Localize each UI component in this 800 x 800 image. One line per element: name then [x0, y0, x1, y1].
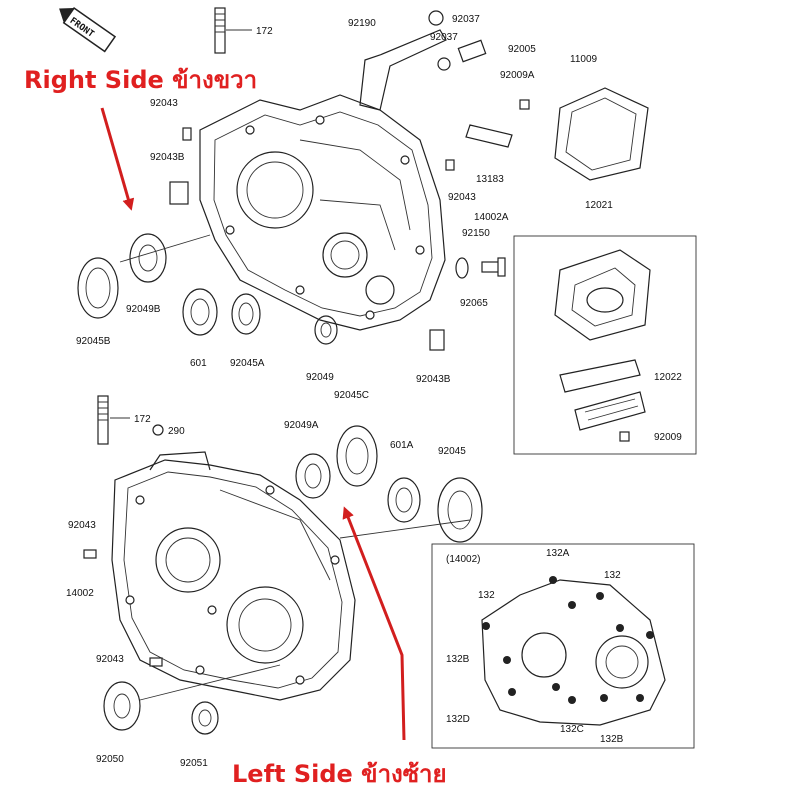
bearing-92045: [437, 477, 483, 543]
inset-label-132-top: 132: [604, 570, 621, 581]
label-601: 601: [190, 358, 207, 369]
seal-92049: [314, 315, 338, 345]
left-crankcase-drawing: [111, 451, 356, 701]
label-601a: 601A: [390, 440, 414, 451]
bearing-92045a: [231, 293, 261, 335]
label-92045: 92045: [438, 446, 466, 457]
seal-92049b: [129, 233, 167, 283]
clamp-92037: [428, 10, 451, 71]
label-92049: 92049: [306, 372, 334, 383]
front-direction-tag: FRONT: [59, 6, 117, 53]
seal-92049a: [295, 453, 331, 499]
label-172-bottom: 172: [134, 414, 151, 425]
bearing-601a: [387, 477, 421, 523]
inset-label-132b-bottom: 132B: [600, 734, 624, 745]
label-11009: 11009: [570, 54, 598, 65]
label-92065: 92065: [460, 298, 488, 309]
label-92049b: 92049B: [126, 304, 161, 315]
label-172-top: 172: [256, 26, 273, 37]
seal-92050: [103, 681, 141, 731]
axis-line: [119, 234, 211, 263]
label-92150: 92150: [462, 228, 490, 239]
pin-92043-mid: [445, 159, 455, 171]
axis-line-lower: [139, 664, 281, 701]
plate-13183: [465, 124, 513, 148]
label-92050: 92050: [96, 754, 124, 765]
label-14002a: 14002A: [474, 212, 509, 223]
seal-92065: [455, 257, 469, 279]
washer-290: [152, 424, 164, 436]
reed-valve-box: [513, 235, 697, 455]
inset-label-132-left: 132: [478, 590, 495, 601]
left-side-arrow: [342, 506, 406, 741]
stud-172-bottom: [97, 395, 130, 445]
inset-title: (14002): [446, 554, 480, 565]
label-92045c: 92045C: [334, 390, 369, 401]
pin-92043-left: [83, 549, 97, 559]
part-labels: 172 92190 92037 92037 92005 11009 92009A…: [66, 14, 682, 769]
bearing-92045c: [336, 425, 378, 487]
left-side-annotation: Left Side ข้างซ้าย: [232, 760, 447, 788]
label-92037-b: 92037: [430, 32, 458, 43]
bearing-92045b: [77, 257, 119, 319]
label-92043b-top: 92043B: [150, 152, 185, 163]
gasket-11009: [554, 87, 649, 181]
inset-labels: (14002) 132A 132 132 132B 132D 132C 132B: [446, 548, 624, 745]
label-290: 290: [168, 426, 185, 437]
label-92005: 92005: [508, 44, 536, 55]
label-92049a: 92049A: [284, 420, 319, 431]
label-92043-mid: 92043: [448, 192, 476, 203]
inset-label-132d: 132D: [446, 714, 470, 725]
pin-92043b-bottom: [429, 329, 445, 351]
axis-line-bearings: [339, 519, 471, 539]
label-92043-top: 92043: [150, 98, 178, 109]
label-92045b: 92045B: [76, 336, 111, 347]
bolt-92150: [481, 257, 506, 277]
label-12022: 12022: [654, 372, 682, 383]
label-13183: 13183: [476, 174, 504, 185]
seal-92051: [191, 701, 219, 735]
pin-92043b: [169, 127, 192, 205]
label-92043-left: 92043: [68, 520, 96, 531]
inset-label-132c: 132C: [560, 724, 584, 735]
inset-label-132b-left: 132B: [446, 654, 470, 665]
bolt-inset-box: [431, 543, 695, 749]
label-92009: 92009: [654, 432, 682, 443]
label-92009a: 92009A: [500, 70, 535, 81]
label-12021: 12021: [585, 200, 613, 211]
pin-92043-low: [149, 657, 163, 667]
right-side-annotation: Right Side ข้างขวา: [24, 66, 257, 94]
label-92051: 92051: [180, 758, 208, 769]
label-92037-a: 92037: [452, 14, 480, 25]
inset-label-132a: 132A: [546, 548, 570, 559]
bearing-601: [182, 288, 218, 336]
label-92043b-bottom: 92043B: [416, 374, 451, 385]
stud-172-top: [214, 7, 252, 54]
bolt-92009a: [519, 99, 530, 110]
label-14002: 14002: [66, 588, 94, 599]
label-92045a: 92045A: [230, 358, 265, 369]
fitting-92005: [457, 39, 487, 63]
hose-92190: [359, 29, 447, 111]
right-side-arrow: [100, 107, 135, 211]
label-92043-low: 92043: [96, 654, 124, 665]
label-92190: 92190: [348, 18, 376, 29]
right-crankcase-drawing: [199, 94, 446, 331]
